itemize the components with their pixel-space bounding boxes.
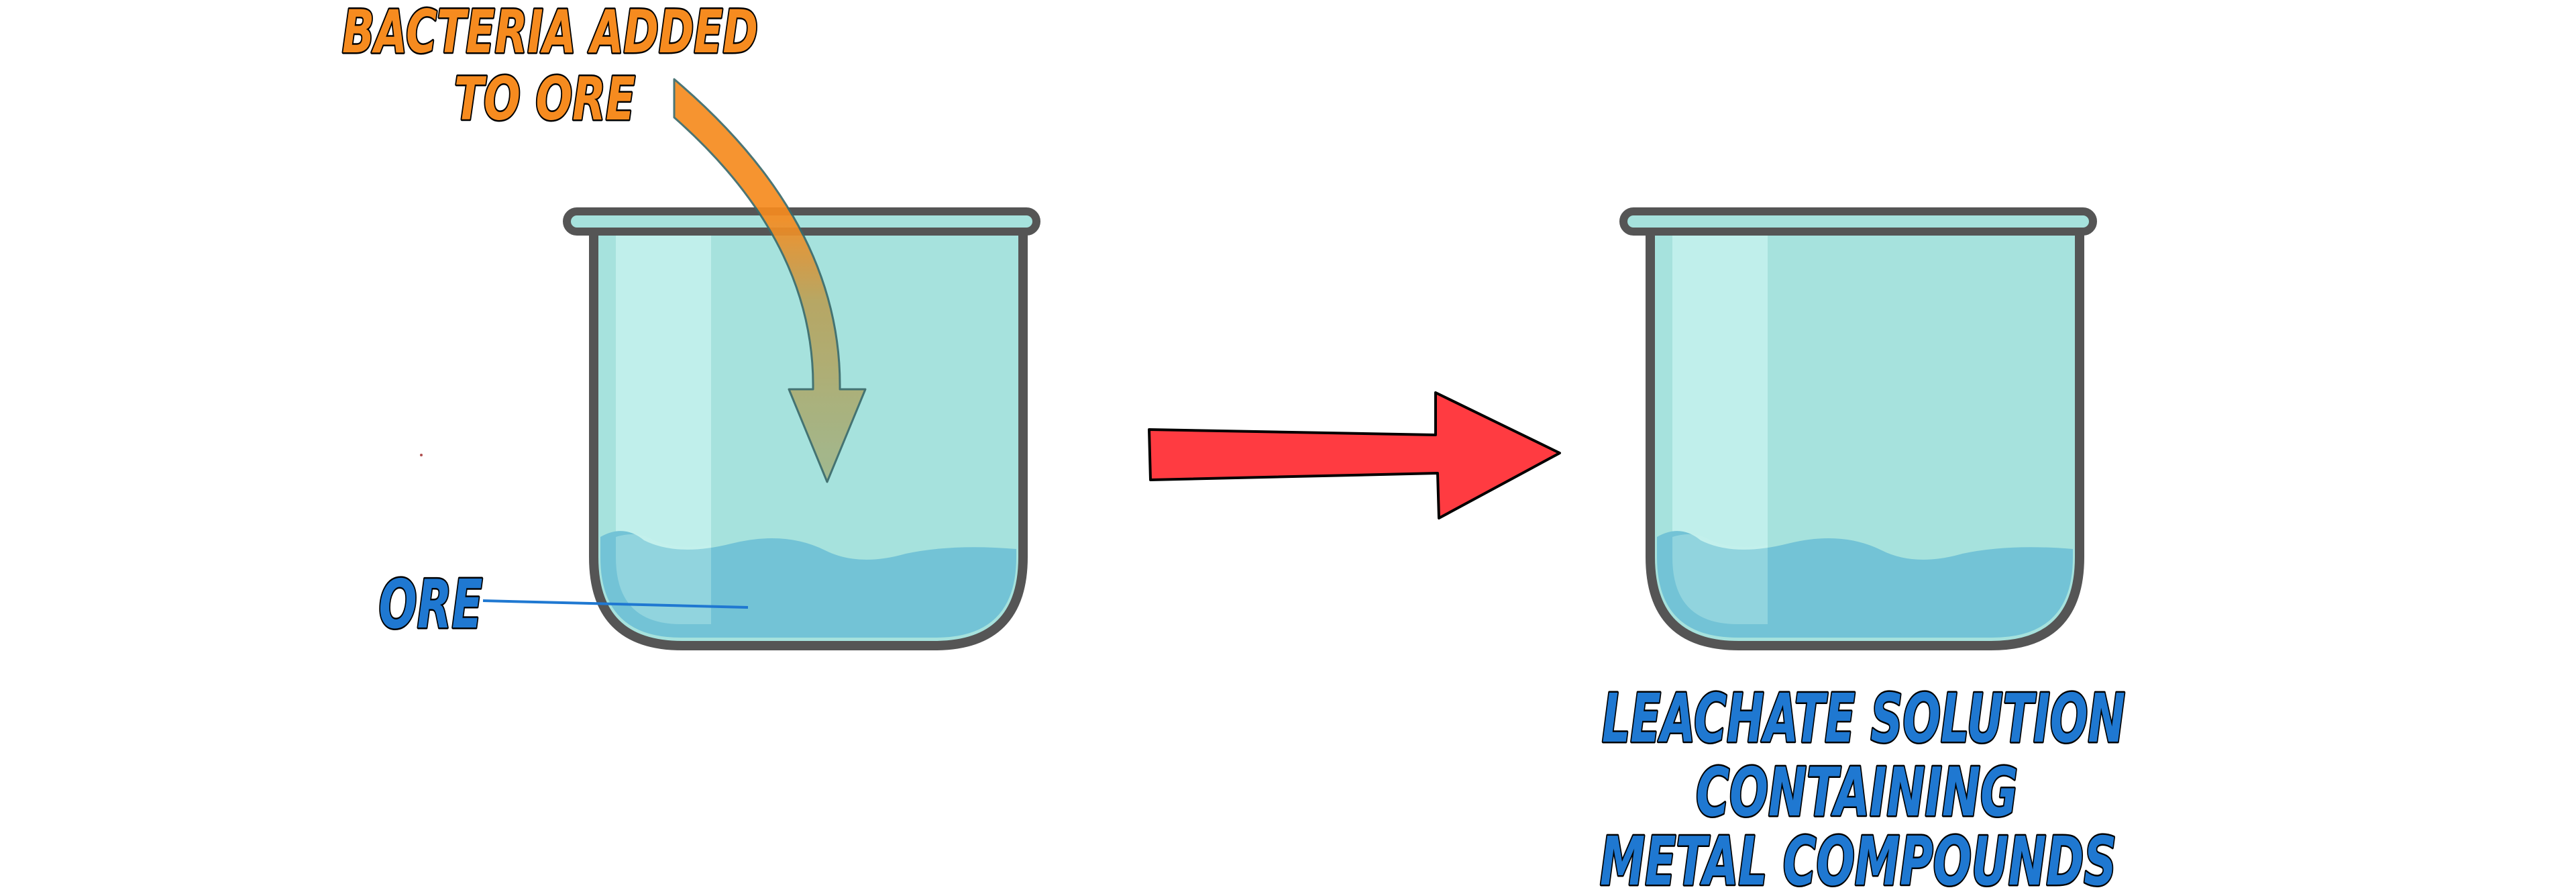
ore-label: ORE: [379, 565, 483, 644]
left-beaker-rim: [563, 207, 1040, 236]
right-beaker-icon: [1619, 207, 2097, 650]
curved-arrow-down-icon: [673, 78, 867, 483]
left-beaker-highlight: [616, 228, 711, 624]
leachate-label-line1: LEACHATE SOLUTION: [1602, 679, 2125, 758]
right-beaker-highlight: [1672, 228, 1768, 624]
speck: [420, 454, 423, 456]
right-beaker-rim: [1619, 207, 2097, 236]
ore-pointer-line: [482, 599, 749, 609]
bacteria-label: BACTERIA ADDED TO ORE: [341, 0, 760, 136]
leachate-label-line2: CONTAINING: [1696, 753, 2018, 832]
leachate-label: LEACHATE SOLUTION CONTAINING METAL COMPO…: [1599, 678, 2127, 896]
left-beaker-outline: [589, 230, 1028, 650]
right-beaker-outline: [1646, 230, 2084, 650]
left-beaker-ore: [600, 531, 1016, 638]
arrow-right-icon: [1148, 391, 1561, 519]
right-beaker-liquid: [1657, 531, 2073, 638]
left-beaker-ore-highlight: [616, 534, 711, 624]
bacteria-label-line1: BACTERIA ADDED: [342, 0, 758, 66]
bacteria-label-line2: TO ORE: [454, 64, 635, 134]
right-beaker-liquid-highlight: [1672, 534, 1768, 624]
leachate-label-line3: METAL COMPOUNDS: [1600, 822, 2116, 896]
